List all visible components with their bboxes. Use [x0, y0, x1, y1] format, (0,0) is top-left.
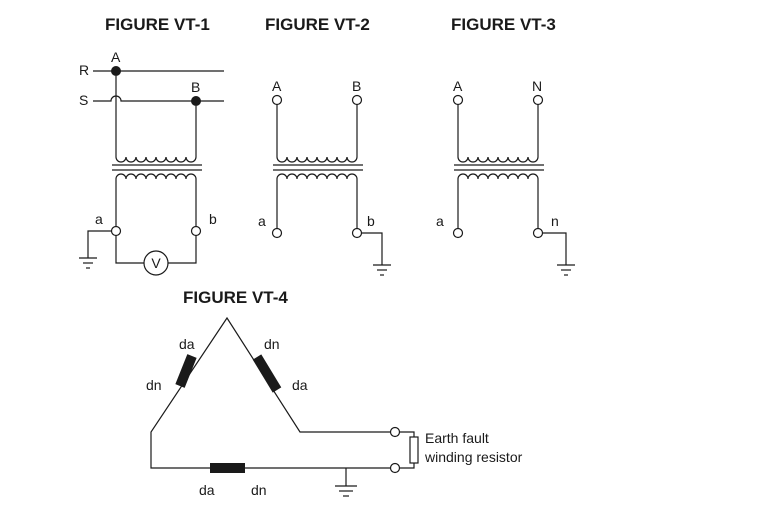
bus-s-label: S — [79, 92, 88, 108]
terminal-b — [190, 225, 202, 237]
left-dn-label: dn — [146, 377, 162, 393]
figure-vt2-title: FIGURE VT-2 — [265, 15, 370, 34]
terminal-a — [271, 227, 283, 239]
secondary-b-label: b — [367, 213, 375, 229]
bottom-dn-label: dn — [251, 482, 267, 498]
meter-lead-a — [115, 236, 144, 264]
resistor-lead-bottom — [399, 463, 415, 469]
junction-b-dot — [191, 96, 201, 106]
ground-icon — [373, 264, 391, 276]
terminal-a — [452, 227, 464, 239]
right-winding — [252, 354, 282, 393]
primary-b-label: B — [352, 78, 361, 94]
secondary-coil — [457, 173, 539, 180]
ground-icon — [557, 264, 575, 276]
figure-vt3: FIGURE VT-3 A N a n — [436, 15, 575, 276]
resistor-label-line1: Earth fault — [425, 430, 489, 446]
terminal-n — [532, 227, 544, 239]
secondary-coil — [276, 173, 358, 180]
left-winding — [175, 354, 197, 388]
secondary-a-label: a — [436, 213, 444, 229]
left-da-label: da — [179, 336, 195, 352]
primary-a-label: A — [111, 49, 121, 65]
secondary-coil — [115, 173, 197, 180]
ground-lead — [361, 232, 383, 265]
figure-vt2: FIGURE VT-2 A B a b — [258, 15, 391, 276]
terminal-B — [351, 94, 363, 106]
resistor-label-line2: winding resistor — [424, 449, 523, 465]
secondary-a-label: a — [258, 213, 266, 229]
meter-lead-b — [168, 236, 197, 264]
terminal-a — [110, 225, 122, 237]
terminal-A — [452, 94, 464, 106]
terminal-A — [271, 94, 283, 106]
primary-coil — [115, 156, 197, 163]
ground-lead — [87, 230, 112, 258]
secondary-b-label: b — [209, 211, 217, 227]
figure-vt1-title: FIGURE VT-1 — [105, 15, 210, 34]
primary-a-label: A — [453, 78, 463, 94]
ground-icon — [335, 485, 357, 497]
figure-vt3-title: FIGURE VT-3 — [451, 15, 556, 34]
primary-coil — [457, 156, 539, 163]
secondary-a-label: a — [95, 211, 103, 227]
right-dn-label: dn — [264, 336, 280, 352]
primary-a-label: A — [272, 78, 282, 94]
bottom-da-label: da — [199, 482, 215, 498]
secondary-n-label: n — [551, 213, 559, 229]
ground-icon — [79, 257, 97, 269]
figure-vt4-title: FIGURE VT-4 — [183, 288, 288, 307]
figure-vt4: FIGURE VT-4 da dn dn da da dn Earth faul… — [146, 288, 523, 498]
primary-n-label: N — [532, 78, 542, 94]
voltmeter-label: V — [151, 255, 161, 271]
bus-s-line — [93, 95, 224, 102]
figure-vt1: FIGURE VT-1 R S A B a b — [79, 15, 224, 276]
resistor-icon — [409, 436, 419, 464]
terminal-N — [532, 94, 544, 106]
right-da-label: da — [292, 377, 308, 393]
primary-b-label: B — [191, 79, 200, 95]
voltmeter-icon — [143, 250, 169, 276]
terminal-b — [351, 227, 363, 239]
bus-r-label: R — [79, 62, 89, 78]
resistor-lead-top — [399, 431, 415, 437]
ground-lead — [542, 232, 567, 265]
junction-a-dot — [111, 66, 121, 76]
terminal-da — [389, 426, 401, 438]
primary-coil — [276, 156, 358, 163]
terminal-dn — [389, 462, 401, 474]
